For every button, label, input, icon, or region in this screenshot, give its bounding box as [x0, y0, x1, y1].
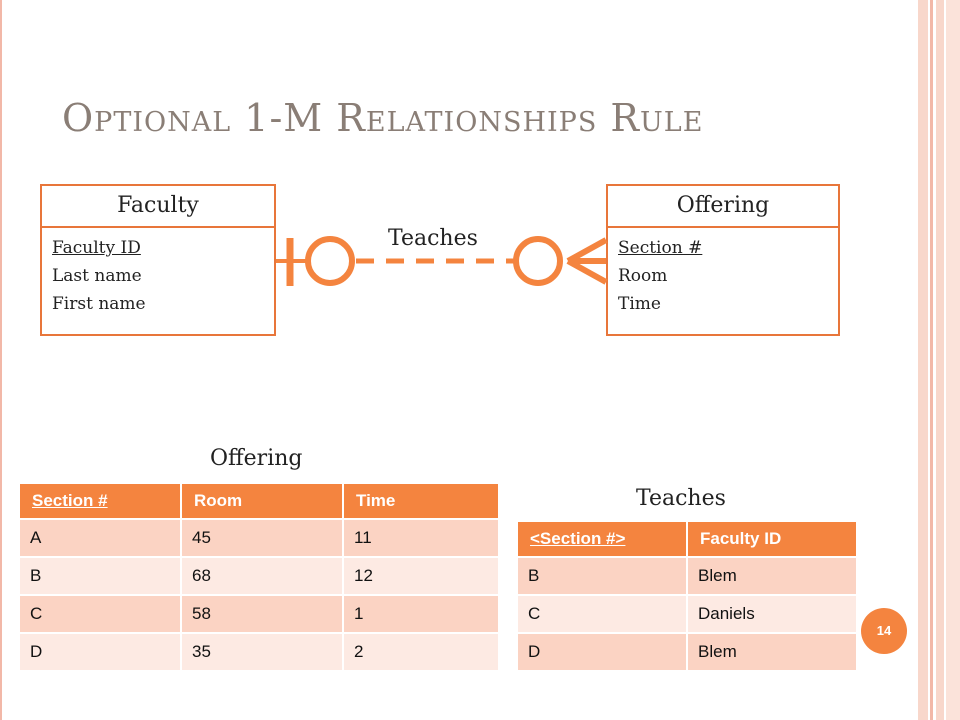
attr-section-no: Section #	[618, 238, 703, 258]
table-cell: 68	[180, 556, 344, 596]
table-row: D 35 2	[18, 632, 500, 672]
table-cell: 11	[342, 518, 500, 558]
table-cell: Blem	[686, 556, 858, 596]
table-cell: Daniels	[686, 594, 858, 634]
column-header: Time	[342, 482, 500, 520]
optional-circle-offering-side	[513, 236, 563, 286]
entity-offering: Offering Section # Room Time	[606, 184, 840, 336]
table-cell: A	[18, 518, 182, 558]
table-cell: 1	[342, 594, 500, 634]
column-header: Room	[180, 482, 344, 520]
table-cell: C	[516, 594, 688, 634]
attr-last-name: Last name	[52, 266, 142, 286]
decor-stripe	[946, 0, 960, 720]
table-row: C Daniels	[516, 594, 858, 634]
relationship-connector	[276, 236, 608, 286]
page-number-badge: 14	[861, 608, 907, 654]
table-cell: B	[516, 556, 688, 596]
offering-table-caption: Offering	[210, 446, 303, 471]
table-cell: D	[516, 632, 688, 672]
decor-stripe	[936, 0, 944, 720]
offering-table: Section # Room Time A 45 11 B 68 12 C 58…	[18, 482, 500, 672]
table-cell: C	[18, 594, 182, 634]
table-row: A 45 11	[18, 518, 500, 558]
attr-time: Time	[618, 294, 661, 314]
table-cell: 12	[342, 556, 500, 596]
relationship-label: Teaches	[388, 226, 478, 251]
teaches-table-caption: Teaches	[636, 486, 726, 511]
attr-room: Room	[618, 266, 668, 286]
table-cell: 2	[342, 632, 500, 672]
optional-circle-faculty-side	[305, 236, 355, 286]
entity-faculty-name: Faculty	[42, 186, 274, 228]
entity-offering-name: Offering	[608, 186, 838, 228]
table-cell: 35	[180, 632, 344, 672]
table-cell: B	[18, 556, 182, 596]
table-cell: Blem	[686, 632, 858, 672]
table-cell: D	[18, 632, 182, 672]
table-header-row: <Section #> Faculty ID	[516, 520, 858, 558]
table-row: B 68 12	[18, 556, 500, 596]
column-header: Faculty ID	[686, 520, 858, 558]
entity-faculty: Faculty Faculty ID Last name First name	[40, 184, 276, 336]
table-cell: 45	[180, 518, 344, 558]
table-cell: 58	[180, 594, 344, 634]
decor-border	[0, 0, 2, 720]
column-header: Section #	[18, 482, 182, 520]
table-row: C 58 1	[18, 594, 500, 634]
attr-first-name: First name	[52, 294, 146, 314]
table-header-row: Section # Room Time	[18, 482, 500, 520]
column-header: <Section #>	[516, 520, 688, 558]
crows-foot-mark	[566, 237, 608, 264]
attr-faculty-id: Faculty ID	[52, 238, 141, 258]
decor-stripe	[930, 0, 933, 720]
teaches-table: <Section #> Faculty ID B Blem C Daniels …	[516, 520, 858, 672]
table-row: B Blem	[516, 556, 858, 596]
slide-title: Optional 1-M Relationships Rule	[62, 96, 704, 140]
decor-stripe	[918, 0, 928, 720]
table-row: D Blem	[516, 632, 858, 672]
